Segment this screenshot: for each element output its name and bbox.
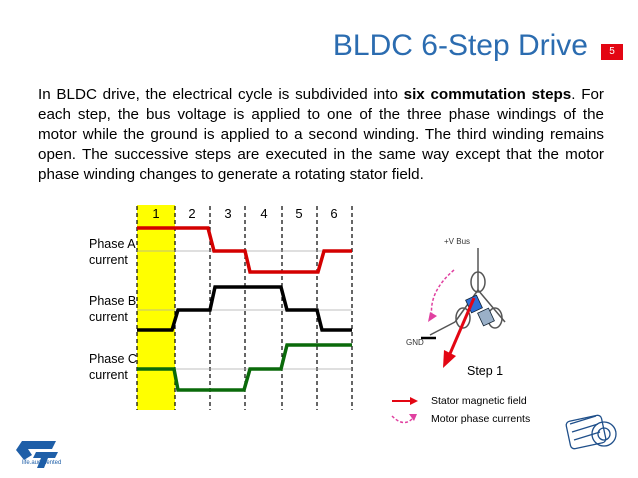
phase-b-label-line1: Phase B — [89, 294, 137, 308]
legend-stator-arrow — [392, 397, 418, 405]
phase-b-label: Phase B current — [89, 293, 136, 325]
intro-text-part1: In BLDC drive, the electrical cycle is s… — [38, 86, 404, 103]
ground-label: GND — [406, 338, 424, 347]
phase-c-label: Phase C current — [89, 351, 137, 383]
step-label: Step 1 — [467, 364, 504, 378]
page-number-badge: 5 — [601, 44, 623, 60]
phase-b-waveform — [137, 285, 352, 332]
phase-b-label-line2: current — [89, 310, 128, 324]
phase-c-waveform — [137, 343, 352, 392]
legend-stator-field: Stator magnetic field — [431, 395, 527, 407]
slide-title: BLDC 6-Step Drive — [332, 29, 588, 62]
motor-illustration — [565, 414, 617, 450]
step-number-2: 2 — [188, 206, 196, 221]
step1-highlight — [137, 205, 175, 410]
step-number-5: 5 — [295, 206, 303, 221]
bus-voltage-label: +V Bus — [444, 237, 471, 246]
step-number-4: 4 — [260, 206, 268, 221]
legend-current-arrow — [391, 414, 417, 424]
st-logo — [16, 441, 58, 468]
step-number-1: 1 — [152, 206, 160, 221]
intro-bold-term: six commutation steps — [403, 86, 572, 103]
step-number-3: 3 — [224, 206, 232, 221]
phase-a-label: Phase A current — [89, 236, 136, 268]
phase-c-label-line1: Phase C — [89, 352, 137, 366]
motor-windings-diagram — [421, 248, 506, 368]
intro-paragraph: In BLDC drive, the electrical cycle is s… — [38, 85, 604, 185]
st-tagline: life.augmented — [22, 460, 62, 466]
phase-a-label-line1: Phase A — [89, 237, 136, 251]
legend-phase-currents: Motor phase currents — [431, 413, 531, 425]
intro-text-part2: . For each step, the bus voltage is appl… — [38, 86, 604, 183]
step-number-6: 6 — [330, 206, 338, 221]
phase-c-label-line2: current — [89, 368, 128, 382]
phase-a-waveform — [137, 226, 352, 274]
phase-a-label-line2: current — [89, 253, 128, 267]
